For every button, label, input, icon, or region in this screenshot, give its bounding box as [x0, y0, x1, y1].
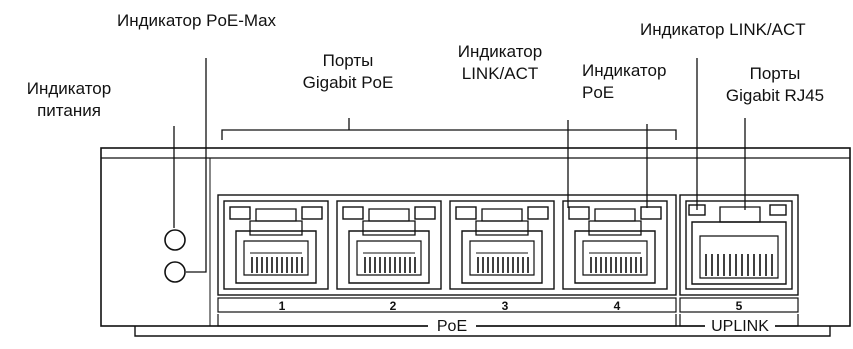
power-led: [164, 229, 186, 251]
poe-band-label: PoE: [437, 318, 467, 335]
callout-poe-indicator: Индикатор PoE: [582, 60, 666, 104]
poe-port-2: [336, 200, 442, 290]
callout-rj45-line2: Gigabit RJ45: [725, 86, 825, 105]
poe-max-leader: [186, 58, 207, 273]
callout-link-act-right: Индикатор LINK/ACT: [640, 19, 806, 41]
poe-max-led: [164, 261, 186, 283]
poe-port-group: [217, 194, 677, 296]
poe-port-3: [449, 200, 555, 290]
poe-port-4: [562, 200, 668, 290]
callout-power-line1: Индикатор: [26, 79, 112, 98]
callout-link-act-right-line1: Индикатор LINK/ACT: [640, 20, 806, 39]
callout-rj45-ports: Порты Gigabit RJ45: [700, 63, 850, 107]
uplink-port-5: [685, 200, 793, 290]
callout-power-indicator: Индикатор питания: [4, 78, 134, 122]
port-number-4: 4: [614, 299, 621, 313]
callout-poe-indicator-line2: PoE: [582, 83, 615, 102]
callout-power-line2: питания: [37, 101, 101, 120]
port-number-2: 2: [390, 299, 397, 313]
callout-poe-max-line1: Индикатор PoE-Max: [117, 11, 277, 30]
poe-ports-bracket: [221, 129, 677, 140]
callout-poe-indicator-line1: Индикатор: [582, 61, 667, 80]
uplink-band-label: UPLINK: [711, 318, 769, 335]
callout-rj45-line1: Порты: [749, 64, 801, 83]
callout-gigabit-poe-line1: Порты: [322, 51, 374, 70]
port-number-3: 3: [502, 299, 509, 313]
callout-link-act-left-line2: LINK/ACT: [461, 64, 539, 83]
callout-poe-max: Индикатор PoE-Max: [117, 10, 276, 32]
callout-link-act-left: Индикатор LINK/ACT: [440, 41, 560, 85]
poe-number-strip: [217, 297, 677, 313]
chassis-base: [134, 326, 831, 337]
poe-port-1: [223, 200, 329, 290]
port-number-5: 5: [736, 299, 743, 313]
callout-gigabit-poe-ports: Порты Gigabit PoE: [283, 50, 413, 94]
callout-gigabit-poe-line2: Gigabit PoE: [302, 73, 394, 92]
uplink-port-group: [679, 194, 799, 296]
port-number-1: 1: [279, 299, 286, 313]
callout-link-act-left-line1: Индикатор: [457, 42, 543, 61]
uplink-number-strip: [679, 297, 799, 313]
